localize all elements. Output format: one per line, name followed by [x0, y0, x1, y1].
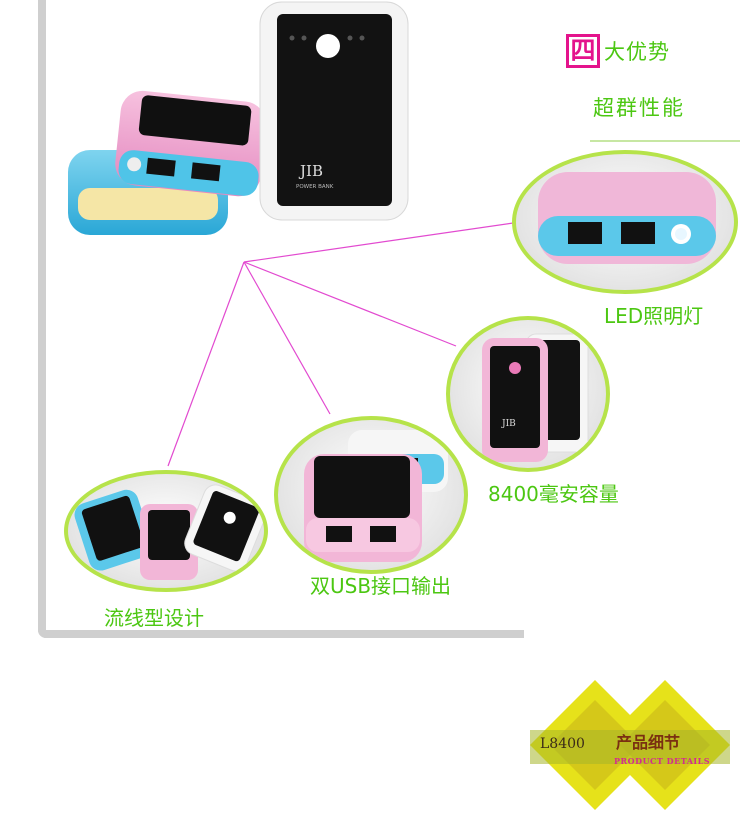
product-photo-main: JIB POWER BANK — [68, 1, 409, 235]
headline-box-char: 四 — [566, 34, 600, 68]
capacity-brand: JIB — [501, 419, 516, 429]
line-to-led — [243, 221, 521, 263]
feature-usb-caption: 双USB接口输出 — [310, 574, 452, 598]
frame-bottom-border — [38, 630, 524, 638]
line-to-usb — [243, 261, 331, 415]
headline-divider — [590, 140, 740, 142]
line-to-capacity — [243, 261, 457, 347]
bubble-usb — [274, 416, 468, 574]
bubble-capacity: JIB — [446, 316, 610, 472]
headline-line2: 超群性能 — [593, 96, 685, 120]
product-details-badge — [530, 680, 730, 810]
product-label: POWER BANK — [296, 184, 334, 190]
headline: 四大优势 — [566, 34, 670, 68]
headline-line1: 大优势 — [604, 40, 670, 64]
badge-code: L8400 — [540, 736, 585, 752]
badge-subtitle: PRODUCT DETAILS — [614, 756, 711, 766]
line-to-design — [167, 261, 245, 467]
feature-design-caption: 流线型设计 — [104, 606, 204, 630]
frame-left-border — [38, 0, 46, 638]
bubble-led — [512, 150, 738, 294]
badge-title: 产品细节 — [616, 733, 681, 752]
bubble-design — [64, 470, 268, 592]
feature-capacity-caption: 8400毫安容量 — [488, 482, 619, 506]
product-brand: JIB — [298, 162, 323, 180]
feature-led-caption: LED照明灯 — [604, 304, 704, 328]
